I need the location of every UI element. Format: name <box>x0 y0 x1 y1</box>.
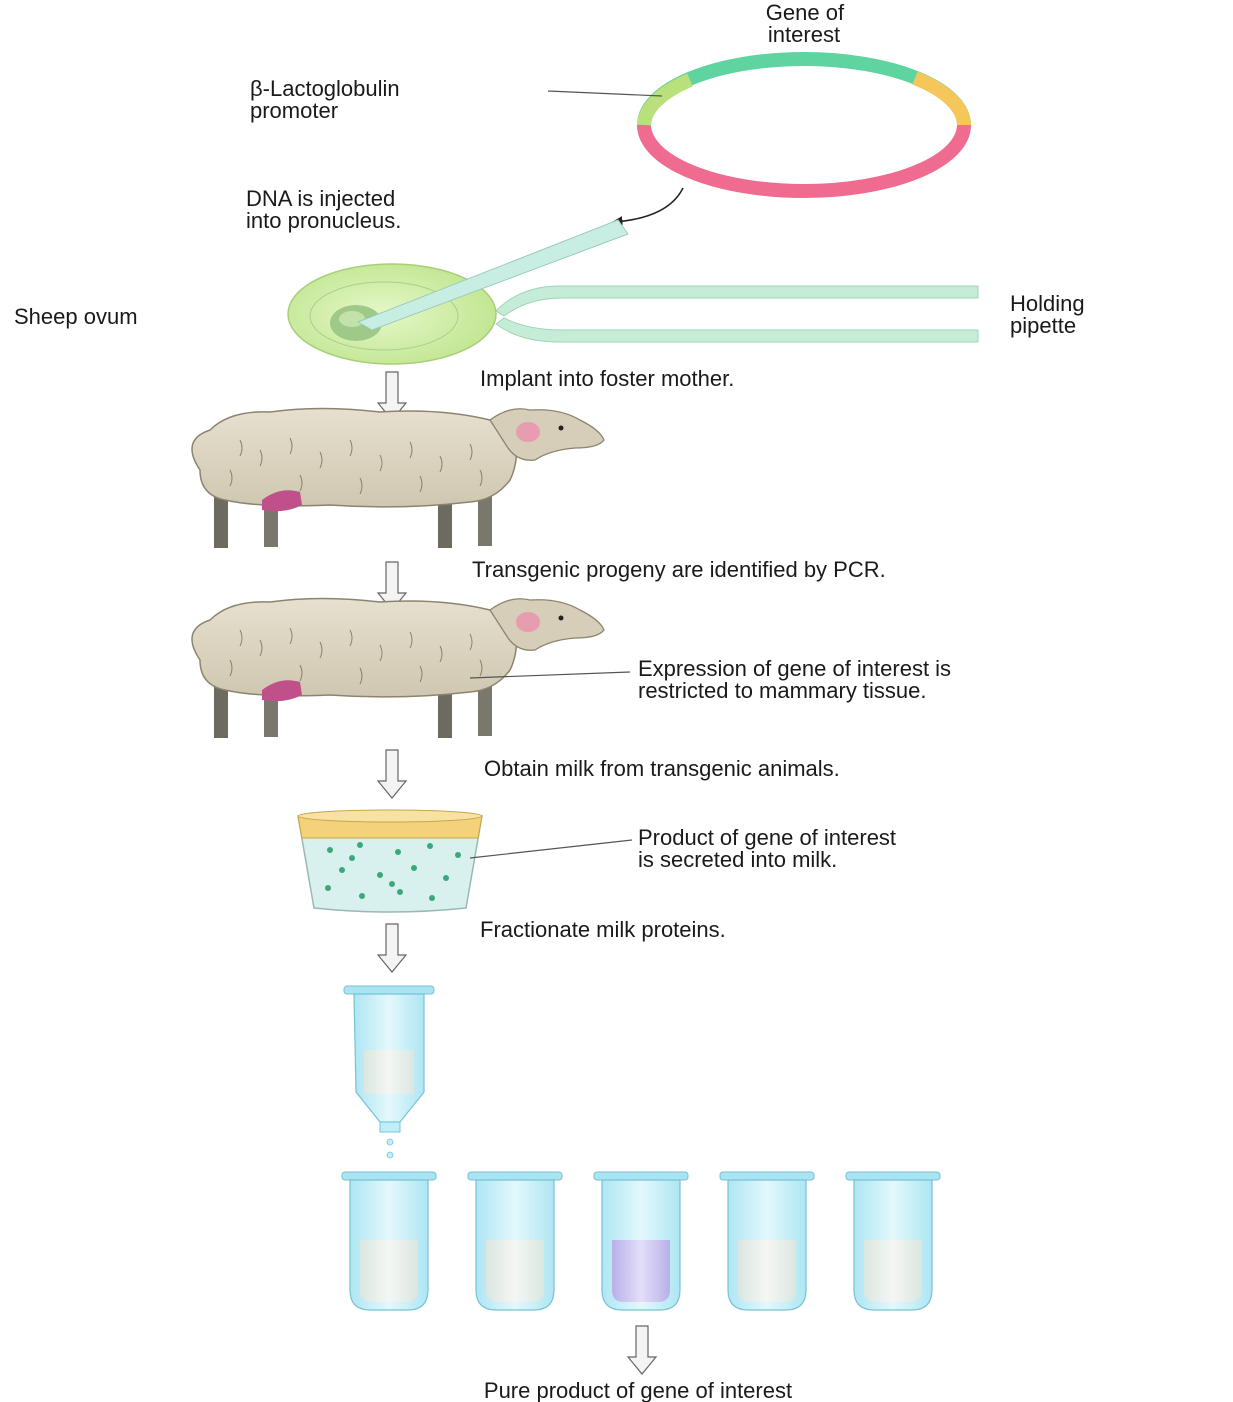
column-icon <box>344 986 434 1158</box>
obtain-milk-label: Obtain milk from transgenic animals. <box>484 756 840 781</box>
plasmid-icon <box>644 59 964 191</box>
test-tube-icon <box>468 1172 562 1310</box>
test-tube-icon <box>846 1172 940 1310</box>
promoter-leader-line <box>548 91 662 96</box>
product-leader-line <box>470 840 632 858</box>
implant-label: Implant into foster mother. <box>480 366 734 391</box>
fractionate-label: Fractionate milk proteins. <box>480 917 726 942</box>
test-tube-icon <box>720 1172 814 1310</box>
pure-product-label: Pure product of gene of interest <box>484 1378 792 1402</box>
test-tube-icon <box>594 1172 688 1310</box>
holding-pipette-label: Holding pipette <box>1010 291 1091 338</box>
down-arrow-icon <box>628 1326 656 1374</box>
sheep-icon <box>192 409 604 549</box>
holding-pipette-icon <box>496 286 978 342</box>
sheep-ovum-label: Sheep ovum <box>14 304 138 329</box>
milk-cup-icon <box>298 810 482 912</box>
promoter-label: β-Lactoglobulin promoter <box>250 76 406 123</box>
product-secreted-label: Product of gene of interest is secreted … <box>638 825 902 872</box>
injection-arrow <box>614 188 683 222</box>
expression-label: Expression of gene of interest is restri… <box>638 656 957 703</box>
test-tube-icon <box>342 1172 436 1310</box>
down-arrow-icon <box>378 750 406 798</box>
gene-of-interest-label: Gene of interest <box>766 0 850 47</box>
transgenic-pcr-label: Transgenic progeny are identified by PCR… <box>472 557 886 582</box>
down-arrow-icon <box>378 924 406 972</box>
dna-injected-label: DNA is injected into pronucleus. <box>246 186 401 233</box>
sheep-icon <box>192 599 604 739</box>
